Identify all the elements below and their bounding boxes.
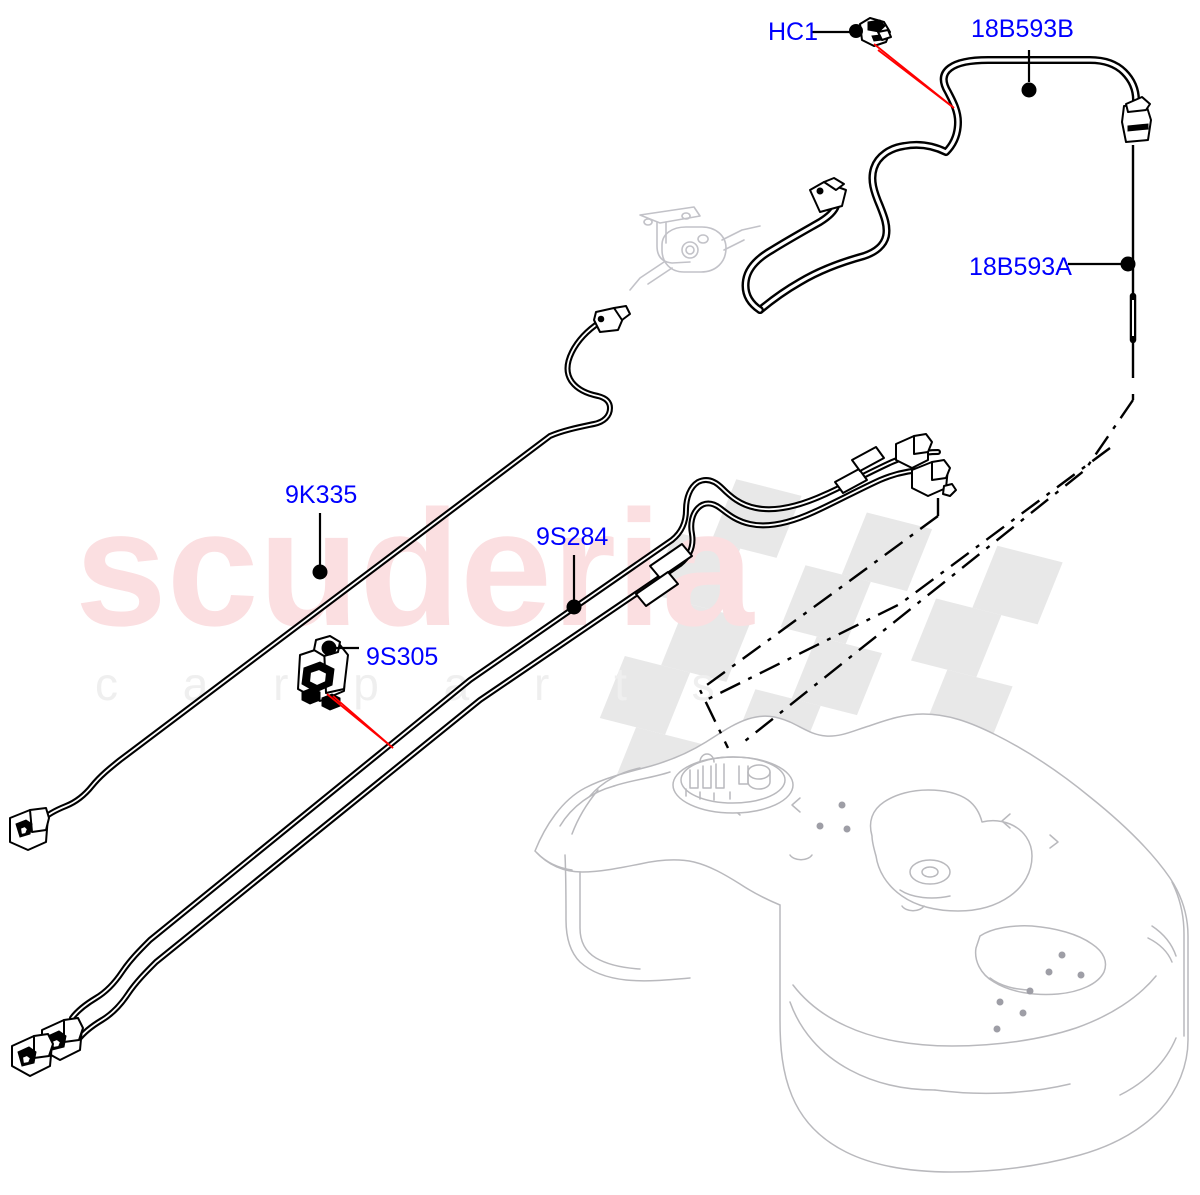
leader-dot-9s305 [321,640,337,656]
label-9s284[interactable]: 9S284 [536,523,608,551]
pipe-connector-upper [809,177,847,213]
pipe-connector-right [1121,96,1152,143]
leader-dot-hc1 [849,24,863,38]
pipe-end-fittings-9s284 [11,1017,84,1077]
leader-lines [312,24,1136,656]
pipe-9s284-bundle [69,446,941,1043]
leader-dot-18b593b [1021,82,1037,98]
label-18b593a[interactable]: 18B593A [969,253,1072,281]
leader-dot-9k335 [312,564,328,580]
leader-dot-9s284 [566,599,582,615]
label-hc1[interactable]: HC1 [768,18,818,46]
label-9k335[interactable]: 9K335 [285,481,357,509]
fuel-filter [629,206,761,291]
label-18b593b[interactable]: 18B593B [971,15,1074,43]
red-pointer-lines [326,43,955,749]
watermark-brand: scuderia [75,476,755,660]
assembly-line-fuel-pipes [698,515,939,749]
fuel-pump-module [672,753,794,814]
label-9s305[interactable]: 9S305 [366,643,438,671]
retaining-clip-icon [859,17,892,47]
pipe-connectors-tank-end [895,433,957,497]
leader-dot-18b593a [1120,256,1136,272]
fuel-tank [534,713,1189,1173]
pipe-connector-9k335-top [593,305,631,333]
pipe-end-fitting-9k335 [9,807,50,851]
pipe-18b593b [741,56,1140,314]
pipe-9k335 [39,319,613,823]
tank-boss-dots [816,801,1085,1033]
assembly-line-fuel-pipes-2 [705,447,1111,702]
